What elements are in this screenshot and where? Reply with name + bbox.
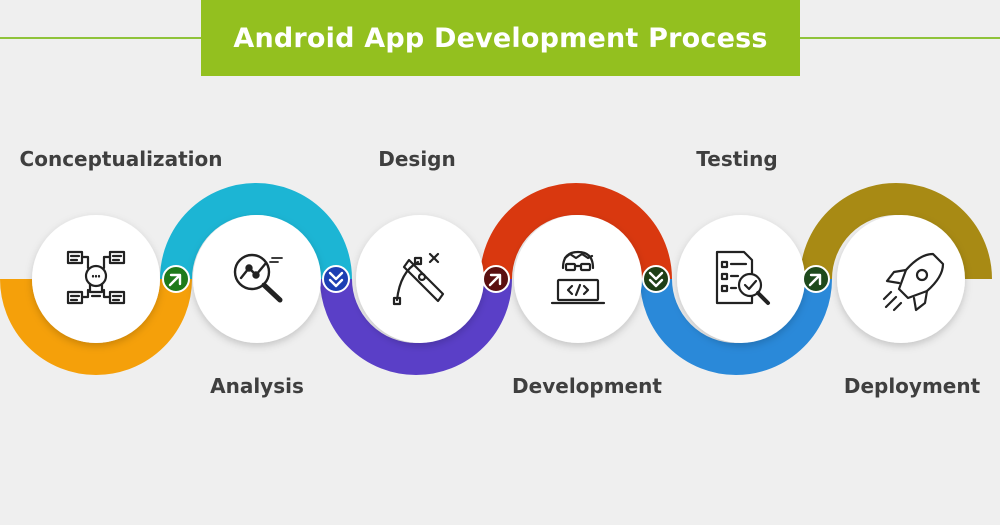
arc-development: [480, 183, 672, 280]
step-label-testing: Testing: [696, 147, 778, 171]
title-rule-right: [800, 37, 1000, 39]
arc-testing: [640, 278, 832, 375]
developer-laptop-icon: [550, 250, 606, 305]
step-label-development: Development: [512, 374, 662, 398]
arc-design: [320, 278, 512, 375]
step-label-analysis: Analysis: [210, 374, 304, 398]
connector-3-up-icon: [482, 265, 510, 293]
process-arcs: [0, 183, 992, 375]
connector-5-up-icon: [802, 265, 830, 293]
document-check-icon: [715, 250, 770, 305]
connector-1-up-icon: [162, 265, 190, 293]
circle-conceptualization: [32, 215, 160, 343]
title-banner: Android App Development Process: [201, 0, 800, 76]
step-label-conceptualization: Conceptualization: [19, 147, 223, 171]
diagram-title: Android App Development Process: [233, 22, 768, 54]
step-label-design: Design: [378, 147, 456, 171]
idea-bulb-icon: [66, 250, 126, 305]
magnifier-chart-icon: [233, 253, 283, 303]
connector-4-down-icon: [642, 265, 670, 293]
step-circles: [32, 215, 965, 343]
arc-analysis: [160, 183, 352, 280]
arc-deployment: [800, 183, 992, 280]
pen-tool-icon: [392, 252, 445, 306]
arc-conceptualization: [0, 278, 192, 375]
circle-analysis: [193, 215, 321, 343]
title-rule-left: [0, 37, 201, 39]
step-connectors: [162, 265, 830, 293]
step-label-deployment: Deployment: [843, 374, 981, 398]
connector-2-down-icon: [322, 265, 350, 293]
circle-deployment: [837, 215, 965, 343]
rocket-icon: [882, 252, 945, 312]
